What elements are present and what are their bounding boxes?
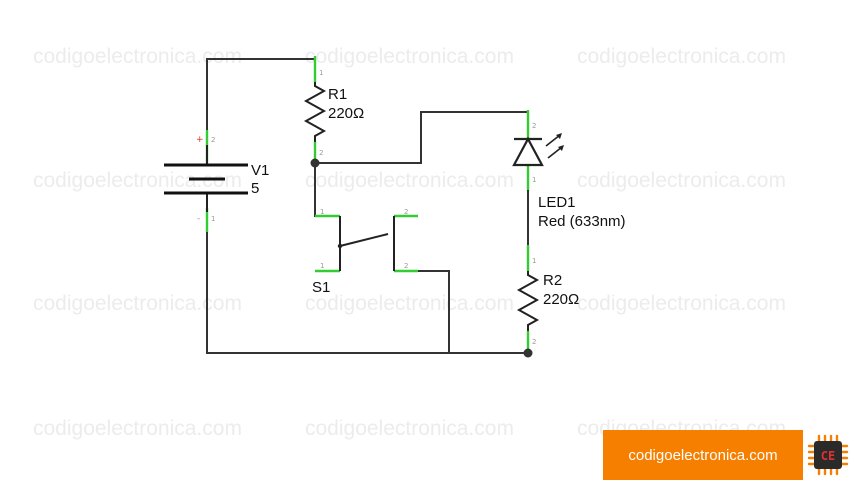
chip-logo-icon: CE (803, 430, 854, 480)
s1-pin-br: 2 (404, 262, 408, 270)
wire-switch-to-ground (415, 270, 450, 354)
r1-zigzag (303, 82, 327, 142)
r1-pin-top: 1 (319, 69, 323, 77)
wire-ground-bus (206, 228, 529, 354)
brand-banner[interactable]: codigoelectronica.com (603, 430, 803, 480)
s1-name: S1 (312, 279, 330, 296)
r1-name: R1 (328, 86, 347, 103)
r2-pin-top: 1 (532, 257, 536, 265)
led-led1[interactable]: 2 1 LED1 Red (633nm) (512, 110, 626, 230)
battery-v1[interactable]: + 2 - 1 V1 5 (164, 130, 269, 232)
led-ray-arrowhead (556, 133, 562, 139)
junction-node (310, 158, 320, 168)
wires (206, 58, 529, 354)
watermark-text: codigoelectronica.com (33, 45, 242, 68)
led-name: LED1 (538, 194, 576, 211)
wire-r1-to-led (314, 111, 529, 164)
battery-pin-bottom: 1 (211, 215, 215, 223)
s1-pin-tr: 2 (404, 208, 408, 216)
watermark-layer: codigoelectronica.com codigoelectronica.… (33, 45, 786, 440)
battery-pin-top: 2 (211, 136, 215, 144)
battery-minus-sign: - (197, 214, 200, 224)
s1-pivot (337, 243, 343, 249)
resistor-r2[interactable]: 1 2 R2 220Ω (516, 245, 579, 353)
s1-pin-bl: 1 (320, 262, 324, 270)
chip-logo-text: CE (821, 449, 835, 463)
battery-name: V1 (251, 162, 269, 179)
s1-pin-tl: 1 (320, 208, 324, 216)
watermark-text: codigoelectronica.com (305, 292, 514, 315)
watermark-text: codigoelectronica.com (33, 169, 242, 192)
brand-text: codigoelectronica.com (628, 446, 778, 464)
led-ray (545, 134, 561, 147)
s1-lever (339, 233, 389, 247)
r2-name: R2 (543, 272, 562, 289)
r2-value: 220Ω (543, 291, 579, 308)
wire-battery-to-r1 (206, 58, 316, 141)
switch-s1[interactable]: 1 1 2 2 S1 (312, 208, 418, 296)
watermark-text: codigoelectronica.com (305, 169, 514, 192)
battery-value: 5 (251, 180, 259, 197)
led-pin-bottom: 1 (532, 176, 536, 184)
resistor-r1[interactable]: 1 2 R1 220Ω (303, 56, 364, 163)
led-pin-top: 2 (532, 122, 536, 130)
watermark-text: codigoelectronica.com (577, 169, 786, 192)
watermark-text: codigoelectronica.com (577, 45, 786, 68)
battery-plus-sign: + (196, 135, 204, 145)
r1-pin-bottom: 2 (319, 149, 323, 157)
watermark-text: codigoelectronica.com (33, 292, 242, 315)
led-ray (547, 146, 563, 159)
led-ray-arrowhead (558, 145, 564, 151)
r2-pin-bottom: 2 (532, 338, 536, 346)
watermark-text: codigoelectronica.com (305, 45, 514, 68)
led-triangle (512, 136, 544, 167)
r2-zigzag (516, 271, 540, 331)
led-value: Red (633nm) (538, 213, 626, 230)
watermark-text: codigoelectronica.com (305, 417, 514, 440)
junction-node (523, 348, 533, 358)
r1-value: 220Ω (328, 105, 364, 122)
watermark-text: codigoelectronica.com (33, 417, 242, 440)
watermark-text: codigoelectronica.com (577, 292, 786, 315)
